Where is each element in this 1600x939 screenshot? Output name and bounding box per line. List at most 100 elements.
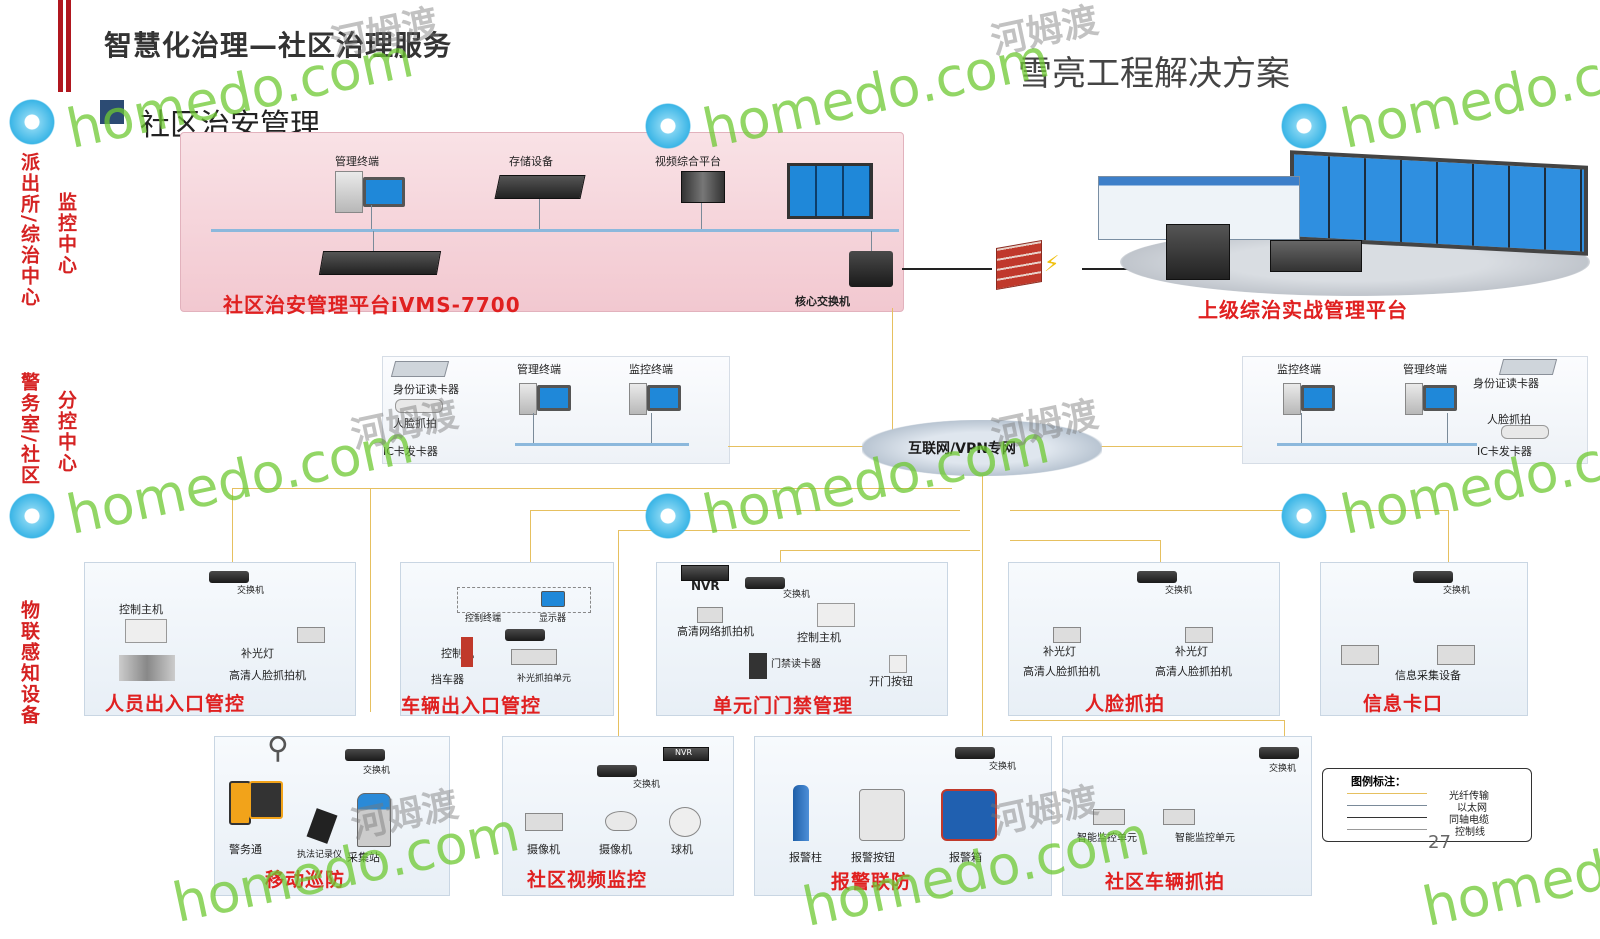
watermark-latin-3: homedo.com [1335,26,1600,161]
network-cloud-label: 互联网/VPN专网 [908,441,1016,457]
right-monitor-link [1301,413,1302,443]
box1-turnstile-icon [119,655,175,681]
box8-alarm-button-icon [859,789,905,841]
link-firewall-to-platform [1082,268,1142,270]
box1-label-face-cam: 高清人脸抓拍机 [229,669,306,682]
box3-switch-icon [745,577,785,589]
box3-controller-icon [817,603,855,627]
box4-label-fill-light-1: 补光灯 [1043,645,1076,658]
right-sub-bus [1277,443,1477,446]
center-mgmt-pc-icon [335,171,363,213]
left-mgmt-pc-icon [519,383,537,415]
upper-console-icon [1270,240,1362,272]
fanout-h7 [1010,720,1284,721]
box2-label-display: 显示器 [539,614,567,624]
legend-control-line [1347,829,1427,830]
legend-item-ethernet: 以太网 [1457,803,1487,814]
legend-coax-line [1347,817,1427,818]
side-label-monitor-center: 监控中心 [55,192,77,276]
box2-display-icon [541,591,565,607]
watermark-flower-icon-2 [640,98,696,154]
section-marker-icon [100,100,124,124]
platform-panel: 管理终端 存储设备 视频综合平台 核心交换机 社区治安管理平台iVMS-7700 [180,132,904,317]
platform-caption: 社区治安管理平台iVMS-7700 [223,293,521,317]
fanout-h4 [780,550,980,551]
box1-camera-icon [297,627,325,643]
center-mgmt-monitor-icon [363,177,405,207]
fanout-h6 [1010,510,1448,511]
box8-switch-icon [955,747,995,759]
box6-tower-icon: ⚲ [267,731,289,766]
fanout-v3b [618,530,619,748]
right-id-reader-label: 身份证读卡器 [1473,377,1539,390]
box5-switch-icon [1413,571,1453,583]
side-label-iot: 物联感知设备 [18,600,40,726]
box2-label-control-terminal: 控制终端 [465,614,502,624]
box4-switch-icon [1137,571,1177,583]
watermark-flower-icon-5 [640,488,696,544]
upper-platform-caption: 上级综治实战管理平台 [1198,298,1408,322]
box7-switch-icon [597,765,637,777]
box4-camera2-icon [1185,627,1213,643]
box8-alarm-post-icon [793,785,809,841]
box5-device2-icon [1437,645,1475,665]
fanout-v2 [530,510,531,586]
link-core-to-firewall [902,268,992,270]
box5-label-info-device: 信息采集设备 [1395,669,1461,682]
page-number: 27 [1428,832,1451,853]
fanout-h1 [232,488,952,489]
right-face-capture-label: 人脸抓拍 [1487,413,1531,426]
box-mobile-patrol: 交换机 ⚲ 警务通 执法记录仪 采集站 移动巡防 [214,731,450,896]
watermark-flower-icon-1 [4,94,60,150]
box6-handset2-icon [249,781,283,819]
link-left-sub-to-cloud [728,446,878,447]
center-video-platform-label: 视频综合平台 [655,155,721,168]
trunk-fiber [892,308,893,444]
fanout-h2 [530,510,960,511]
box8-alarm-box-icon [941,789,997,841]
box-info-checkpoint: 交换机 信息采集设备 信息卡口 [1320,562,1528,716]
watermark-flower-icon-4 [4,488,60,544]
box2-barrier-icon [461,637,473,667]
right-subcenter-panel: 监控终端 管理终端 身份证读卡器 人脸抓拍 IC卡发卡器 [1242,356,1588,464]
box4-switch-label: 交换机 [1165,586,1193,596]
box3-button-icon [889,655,907,673]
box7-dome-icon [605,811,637,831]
box8-label-alarm-box: 报警箱 [949,851,982,864]
page-title: 智慧化治理—社区治理服务 [104,29,453,62]
legend-ethernet-line [1347,805,1427,806]
box-face-capture: 交换机 补光灯 高清人脸抓拍机 补光灯 高清人脸抓拍机 人脸抓拍 [1008,562,1280,716]
box3-label-card-reader: 门禁读卡器 [771,659,821,670]
box4-label-fill-light-2: 补光灯 [1175,645,1208,658]
box2-dashed-group [457,587,591,613]
side-label-pcs: 派出所/综治中心 [18,152,40,308]
center-storage-label: 存储设备 [509,155,553,168]
box2-label-capture-unit: 补光抓拍单元 [517,674,572,684]
box6-label-switch: 交换机 [363,766,391,776]
box9-camera2-icon [1163,809,1195,825]
box-community-video: NVR 交换机 摄像机 摄像机 球机 社区视频监控 [502,736,734,896]
legend-fiber-line [1347,793,1427,794]
firewall-icon [996,239,1042,291]
center-storage-link [539,199,540,229]
box3-camera-icon [697,607,723,623]
box1-switch-label: 交换机 [237,586,265,596]
box7-caption: 社区视频监控 [527,869,648,891]
box9-label-switch: 交换机 [1269,764,1297,774]
core-switch-link [871,231,872,251]
watermark-flower-icon-6 [1276,488,1332,544]
legend-title: 图例标注： [1351,775,1406,788]
fanout-h3 [618,530,970,531]
left-subcenter-panel: 身份证读卡器 人脸抓拍 IC卡发卡器 管理终端 监控终端 [382,356,730,464]
fanout-h5 [1010,540,1160,541]
legend-box: 图例标注： 光纤传输 以太网 同轴电缆 控制线 [1322,768,1532,842]
fanout-v5 [982,476,983,766]
left-monitor-link [651,413,652,443]
right-ic-card-label: IC卡发卡器 [1477,445,1532,458]
box9-switch-icon [1259,747,1299,759]
box2-label-barrier: 挡车器 [431,673,464,686]
box6-label-station: 采集站 [347,851,380,864]
box1-caption: 人员出入口管控 [105,693,246,715]
box6-handset1-icon [229,781,251,825]
right-monitor-pc-icon [1283,383,1301,415]
